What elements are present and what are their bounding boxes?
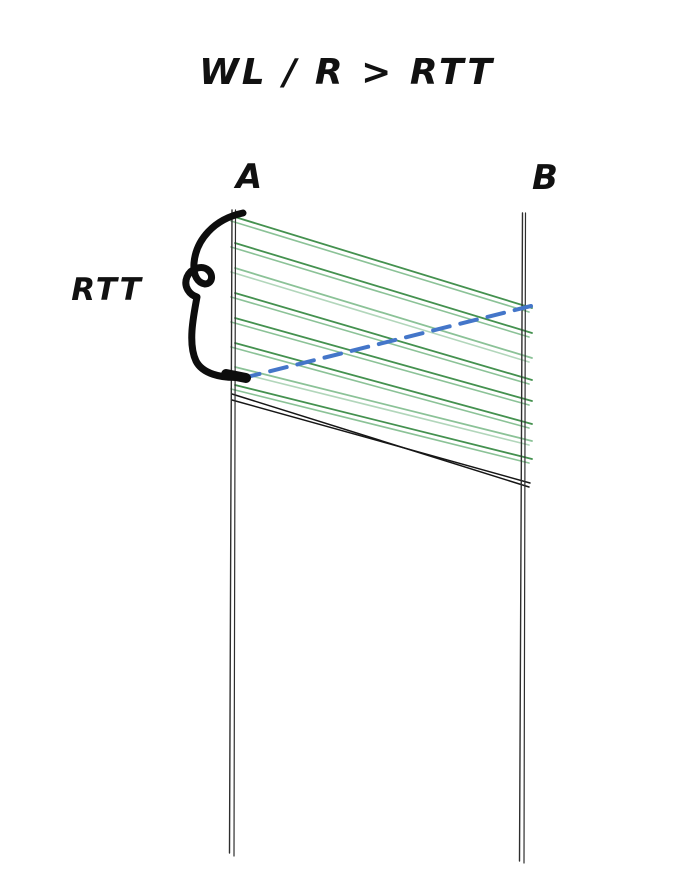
sender-timeline [228, 209, 233, 854]
ack-dashed-line [241, 304, 533, 380]
packet-line [230, 370, 530, 446]
sender-timeline [233, 209, 237, 857]
diagram-lines [228, 209, 533, 864]
packet-line [230, 388, 530, 464]
packet-line [234, 384, 533, 460]
packet-line [230, 246, 530, 338]
packet-line [234, 216, 533, 309]
rtt-brace [182, 209, 247, 381]
receiver-timeline [523, 212, 527, 864]
packet-line [230, 321, 530, 406]
title: WL / R > RTT [199, 52, 495, 93]
receiver-label: B [532, 158, 558, 198]
packet-line [234, 366, 533, 442]
packet-line [230, 296, 530, 385]
packet-line [230, 271, 530, 363]
packet-line [230, 346, 530, 429]
receiver-timeline [518, 212, 524, 862]
packet-line [234, 317, 533, 402]
packet-line [234, 342, 533, 425]
packet-line [234, 267, 533, 359]
sender-label: A [233, 157, 262, 197]
last-packet-line [231, 393, 530, 488]
rtt-label: RTT [71, 272, 143, 308]
packet-line [234, 242, 533, 334]
packet-line [230, 220, 530, 313]
packet-line [234, 292, 533, 381]
last-packet-line [231, 399, 531, 484]
rtt-brace-end-blob [221, 369, 251, 383]
